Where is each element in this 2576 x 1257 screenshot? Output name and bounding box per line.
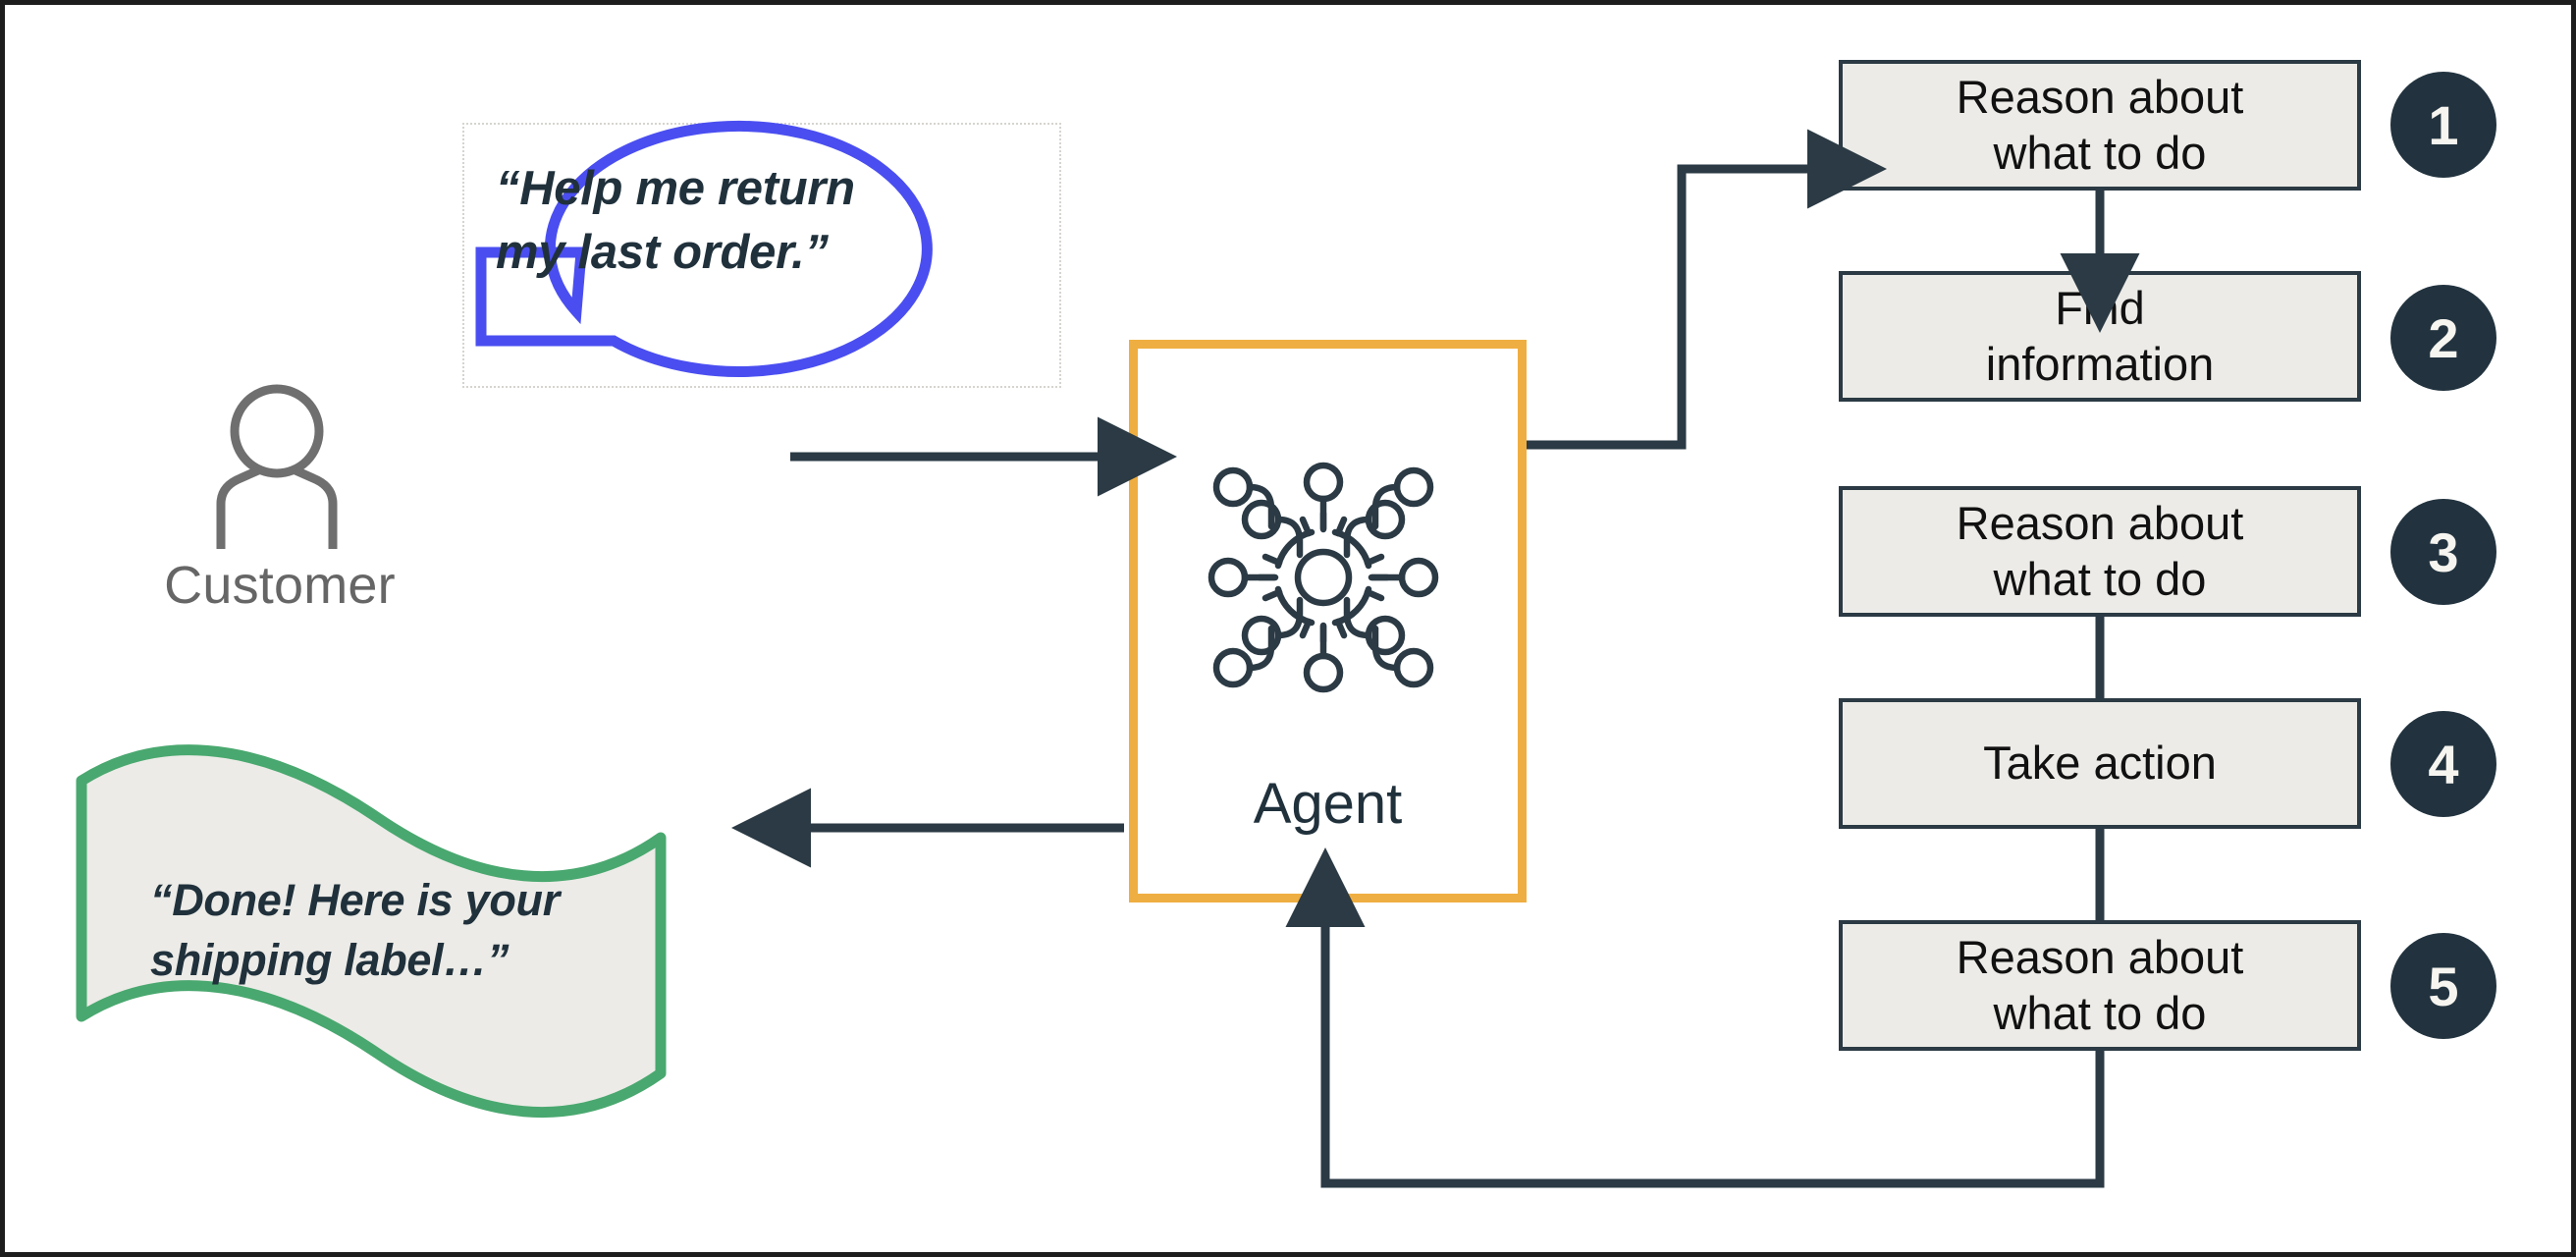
- person-icon: [193, 384, 360, 551]
- step-box-5[interactable]: Reason about what to do: [1839, 920, 2361, 1051]
- request-line-2: my last order.”: [496, 225, 829, 279]
- request-bubble-text: “Help me return my last order.”: [496, 157, 1006, 284]
- step-box-4[interactable]: Take action: [1839, 698, 2361, 829]
- agent-label: Agent: [1253, 772, 1403, 836]
- gear-network-icon: [1201, 455, 1446, 700]
- step-1-line-1: Reason about: [1956, 71, 2244, 124]
- step-box-3[interactable]: Reason about what to do: [1839, 486, 2361, 617]
- customer-label: Customer: [164, 556, 396, 615]
- step-badge-4: 4: [2390, 711, 2496, 817]
- step-2-line-1: Find: [2055, 282, 2145, 335]
- step-box-1[interactable]: Reason about what to do: [1839, 60, 2361, 191]
- speech-bubble-shape: [378, 34, 1065, 417]
- step-badge-1: 1: [2390, 72, 2496, 178]
- response-line-1: “Done! Here is your: [150, 875, 560, 925]
- step-3-line-1: Reason about: [1956, 497, 2244, 550]
- connector-agent-to-step-1: [1527, 129, 1887, 450]
- step-2-line-2: information: [1985, 337, 2215, 390]
- step-1-line-2: what to do: [1993, 126, 2207, 179]
- request-line-1: “Help me return: [496, 162, 855, 215]
- step-5-line-2: what to do: [1993, 986, 2207, 1039]
- step-badge-5: 5: [2390, 933, 2496, 1039]
- response-line-2: shipping label…”: [150, 934, 510, 985]
- step-box-2[interactable]: Find information: [1839, 271, 2361, 402]
- response-banner-text: “Done! Here is your shipping label…”: [150, 871, 700, 991]
- response-banner-shape: [64, 732, 761, 1124]
- step-badge-2: 2: [2390, 285, 2496, 391]
- step-3-line-2: what to do: [1993, 552, 2207, 605]
- step-badge-3: 3: [2390, 499, 2496, 605]
- step-5-line-1: Reason about: [1956, 931, 2244, 984]
- agent-box[interactable]: [1129, 340, 1527, 902]
- step-4-line-1: Take action: [1983, 737, 2217, 790]
